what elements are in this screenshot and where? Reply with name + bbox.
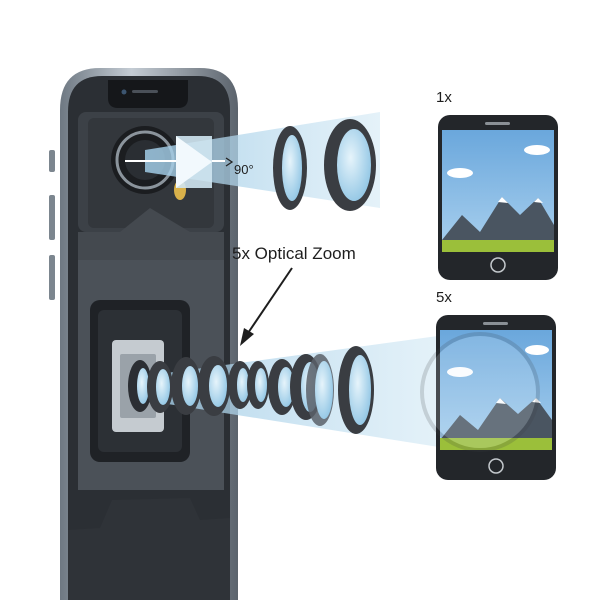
zoom-lens-stack <box>128 346 374 434</box>
silent-switch <box>49 150 55 172</box>
volume-down-button <box>49 255 55 300</box>
view-5x-label: 5x <box>436 289 452 306</box>
preview-phone-1x <box>438 115 558 280</box>
volume-up-button <box>49 195 55 240</box>
grass <box>442 240 554 252</box>
angle-label: 90° <box>234 162 254 177</box>
zoom-callout-label: 5x Optical Zoom <box>232 244 356 263</box>
notch <box>108 80 188 108</box>
view-1x-label: 1x <box>436 89 452 106</box>
mountains <box>442 197 554 242</box>
magnifier-lens <box>420 332 540 452</box>
arrow-icon <box>225 157 234 167</box>
top-lens-group <box>273 119 376 211</box>
home-button <box>490 257 506 273</box>
callout-arrow <box>240 267 293 346</box>
preview-phone-5x <box>420 315 556 480</box>
light-path <box>125 112 380 208</box>
